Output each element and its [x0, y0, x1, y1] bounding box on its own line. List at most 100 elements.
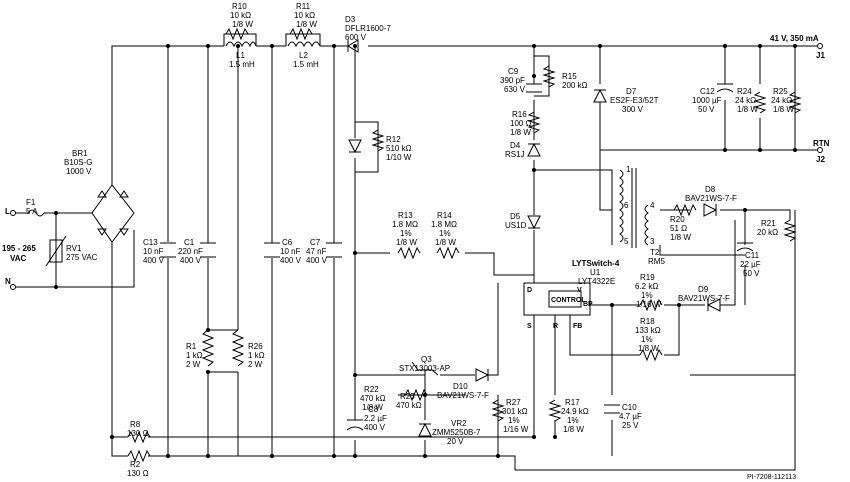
vr2-symbol	[418, 422, 432, 437]
r19-value: 6.2 kΩ	[635, 282, 658, 291]
r25-label: R25	[773, 87, 788, 96]
r25-value: 24 kΩ	[771, 96, 792, 105]
r24-label: R24	[737, 87, 752, 96]
c12-value: 1000 µF	[692, 96, 722, 105]
r27-symbol	[491, 399, 505, 422]
r24-symbol	[753, 91, 767, 114]
q3-part: STX13003-AP	[399, 364, 450, 373]
u1-pin-d: D	[527, 287, 532, 294]
l1-symbol	[225, 41, 257, 48]
r27-tol: 1%	[508, 416, 520, 425]
labels: L N 195 - 265 VAC 41 V, 350 mA J1 RTN J2…	[2, 2, 830, 481]
t2-pin-4: 4	[650, 201, 655, 210]
c12-voltage: 50 V	[698, 105, 715, 114]
t2-pin-1: 1	[626, 165, 631, 174]
l2-symbol	[287, 41, 321, 48]
wires	[13, 33, 820, 471]
c1-value: 220 nF	[178, 247, 203, 256]
c6-value: 10 nF	[280, 247, 301, 256]
br1-label: BR1	[72, 149, 88, 158]
r13-symbol	[397, 246, 421, 260]
r1-value: 1 kΩ	[186, 351, 203, 360]
output-rating: 41 V, 350 mA	[770, 34, 819, 43]
d4-part: RS1J	[505, 150, 525, 159]
d3-voltage: 600 V	[345, 33, 367, 42]
r22-value: 470 kΩ	[360, 394, 386, 403]
l1-label: L1	[236, 51, 245, 60]
c7-label: C7	[310, 238, 321, 247]
br1-voltage: 1000 V	[66, 167, 92, 176]
c8-symbol	[346, 419, 364, 431]
r27-value: 301 kΩ	[502, 407, 528, 416]
r16-value: 100 Ω	[510, 119, 532, 128]
q3-label: Q3	[421, 355, 432, 364]
r17-symbol	[548, 399, 562, 422]
r12-power: 1/10 W	[386, 153, 412, 162]
output-j1: J1	[816, 51, 825, 60]
output-j2: J2	[816, 155, 825, 164]
r11-power: 1/8 W	[296, 20, 317, 29]
r27-label: R27	[506, 398, 521, 407]
r20-power: 1/8 W	[670, 233, 691, 242]
input-voltage-range: 195 - 265	[2, 244, 36, 253]
t2-pin-6: 6	[624, 201, 629, 210]
r15-label: R15	[562, 72, 577, 81]
u1-control-box	[548, 290, 582, 308]
mov-symbol	[49, 239, 63, 263]
d7-symbol	[593, 88, 607, 103]
u1-pin-v: V	[577, 287, 582, 294]
r22-label: R22	[364, 385, 379, 394]
t2-pin-5: 5	[624, 237, 629, 246]
d3-symbol	[347, 39, 359, 53]
r1-label: R1	[186, 342, 197, 351]
d7-voltage: 300 V	[622, 105, 644, 114]
terminal-j1	[817, 43, 823, 49]
c6-voltage: 400 V	[280, 256, 302, 265]
r15-symbol	[542, 65, 556, 88]
c11-symbol	[736, 242, 754, 252]
d10-label: D10	[453, 382, 468, 391]
c9-value: 390 pF	[500, 76, 525, 85]
r23-label: R23	[400, 392, 415, 401]
r10-value: 10 kΩ	[230, 11, 251, 20]
d4-symbol	[527, 142, 541, 157]
r20-symbol	[673, 203, 697, 217]
d5-symbol	[527, 215, 541, 230]
r23-symbol	[404, 388, 428, 402]
r11-value: 10 kΩ	[294, 11, 315, 20]
output-rtn: RTN	[813, 139, 830, 148]
r12-label: R12	[386, 135, 401, 144]
r19-tol: 1%	[641, 291, 653, 300]
c9-symbol	[526, 83, 542, 93]
r25-symbol	[788, 91, 802, 114]
u1-pin-bp: BP	[583, 301, 593, 308]
c7-voltage: 400 V	[306, 256, 328, 265]
c13-symbol	[160, 242, 176, 258]
r18-tol: 1%	[641, 335, 653, 344]
t2-secondary	[644, 204, 649, 246]
input-neutral-label: N	[5, 277, 11, 286]
r21-value: 20 kΩ	[757, 228, 778, 237]
d9-symbol	[706, 298, 721, 312]
r18-power: 1/8 W	[638, 344, 659, 353]
r13-power: 1/8 W	[396, 238, 417, 247]
fuse-symbol	[27, 209, 45, 217]
r13-tol: 1%	[400, 229, 412, 238]
u1-pin-r: R	[553, 323, 558, 330]
vr2-label: VR2	[451, 419, 467, 428]
r23-value: 470 kΩ	[396, 401, 422, 410]
d3-part: DFLR1600-7	[345, 24, 391, 33]
t2-primary	[619, 169, 624, 243]
c1-label: C1	[184, 238, 195, 247]
c11-label: C11	[745, 251, 760, 260]
r14-power: 1/8 W	[435, 238, 456, 247]
c13-label: C13	[143, 238, 158, 247]
r14-tol: 1%	[439, 229, 451, 238]
c13-value: 10 nF	[143, 247, 164, 256]
d7-part: ES2F-E3/52T	[610, 96, 659, 105]
u1-pin-s: S	[527, 323, 532, 330]
r2-value: 130 Ω	[127, 469, 149, 478]
c11-value: 22 µF	[740, 260, 761, 269]
r12-symbol	[371, 129, 385, 152]
